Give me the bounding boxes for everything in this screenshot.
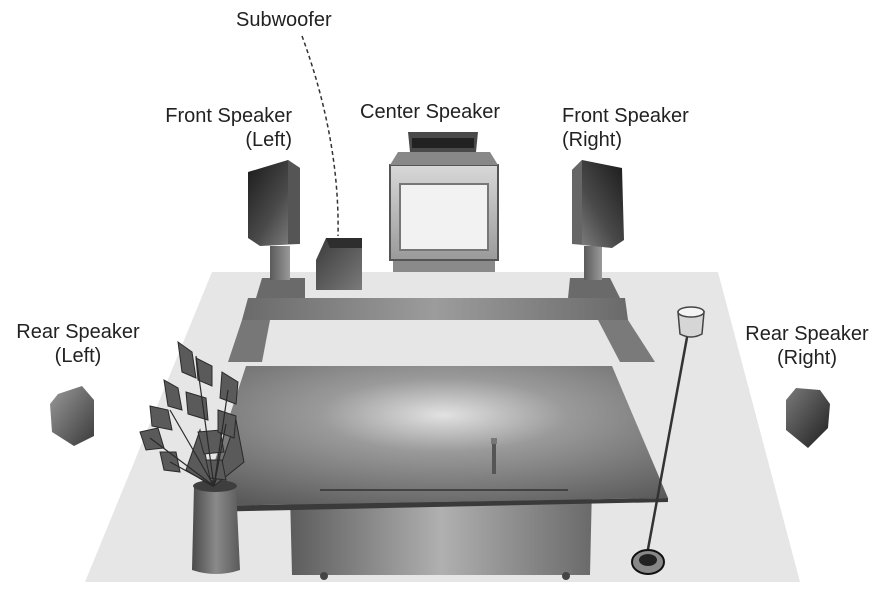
rear-speaker-left-icon: [50, 386, 94, 446]
subwoofer-label: Subwoofer: [236, 9, 332, 31]
subwoofer-icon: [316, 238, 362, 290]
front-speaker-left-label: Front Speaker (Left): [165, 105, 292, 151]
rear-speaker-left-label: Rear Speaker (Left): [16, 321, 140, 367]
floor-lamp-icon: [631, 306, 705, 575]
front-speaker-right-icon: [572, 160, 624, 280]
front-speaker-left-icon: [248, 160, 300, 280]
rug: [228, 278, 655, 362]
potted-plant-icon: [139, 340, 245, 574]
subwoofer-leader-line: [301, 35, 339, 237]
front-speaker-right-label: Front Speaker (Right): [562, 105, 689, 151]
rear-speaker-right-label: Rear Speaker (Right): [745, 323, 869, 369]
center-speaker-label: Center Speaker: [360, 101, 501, 123]
center-speaker-tv-icon: [389, 132, 499, 272]
rear-speaker-right-icon: [786, 388, 830, 448]
coffee-table-icon: [200, 366, 668, 580]
